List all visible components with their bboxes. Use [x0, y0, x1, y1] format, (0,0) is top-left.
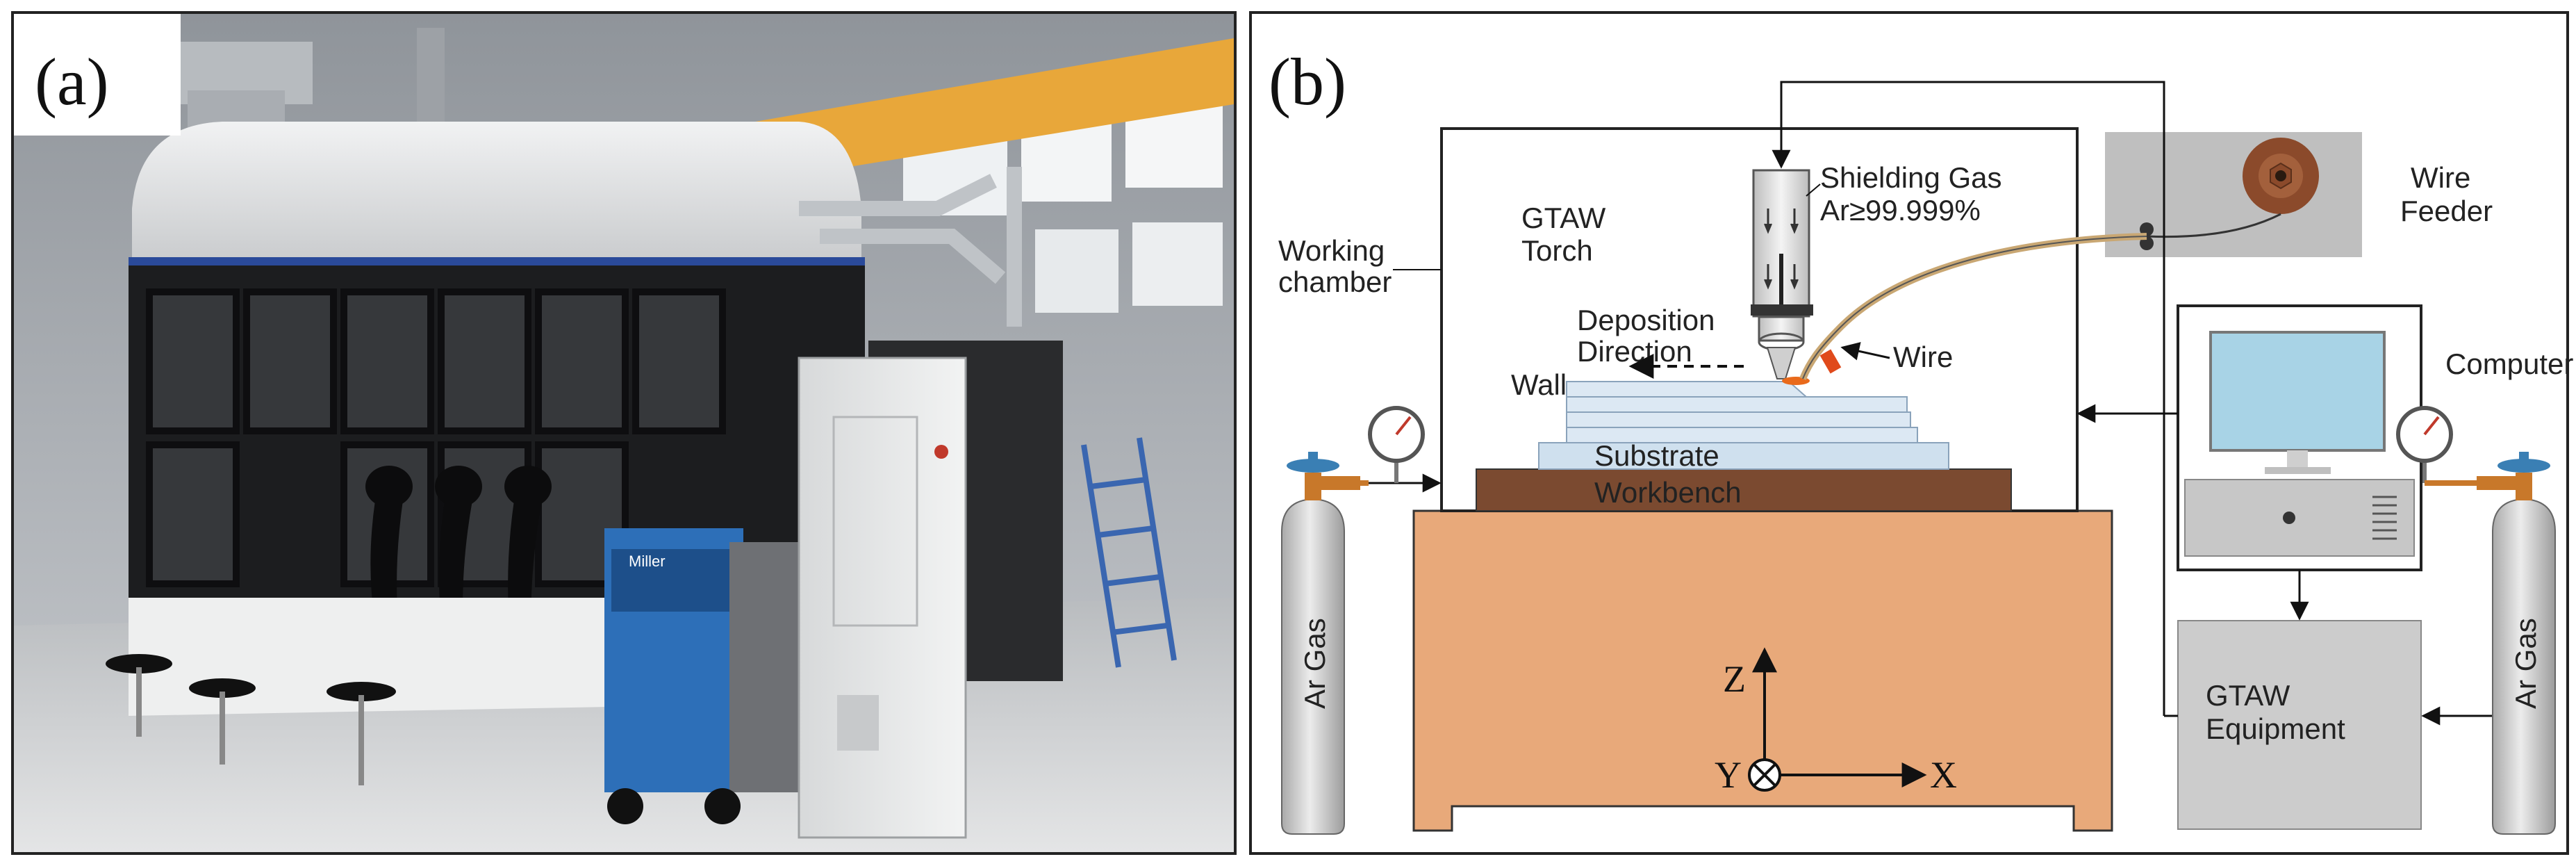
- factory-photo: Miller (a): [0, 0, 1244, 866]
- overhead-crane: [716, 38, 1234, 181]
- gas-pipes: [799, 167, 1022, 327]
- left-gas-cylinder: [1281, 452, 1369, 835]
- computer-monitor: [2209, 331, 2386, 474]
- ladder: [1081, 437, 1177, 668]
- right-gas-cylinder: [2477, 452, 2556, 835]
- right-pressure-gauge: [2396, 406, 2477, 486]
- wire-nozzle: [1819, 349, 1842, 374]
- deposition-label-2: Direction: [1577, 335, 1692, 368]
- wire-spool: [2243, 138, 2319, 214]
- gtaw-torch-label-2: Torch: [1521, 234, 1593, 267]
- substrate-label: Substrate: [1594, 439, 1719, 472]
- deposited-wall: [1566, 381, 1918, 443]
- panel-b-letter: (b): [1269, 44, 1346, 119]
- photo-panel: Miller (a): [0, 0, 1244, 866]
- gtaw-torch-label-1: GTAW: [1521, 202, 1606, 234]
- working-chamber-label-1: Working: [1278, 234, 1385, 267]
- workbench-label: Workbench: [1594, 476, 1742, 509]
- welder-brand: Miller: [629, 553, 666, 570]
- wire-arrow: [1840, 342, 1890, 361]
- stools: [106, 654, 396, 785]
- machine-hood: [132, 122, 861, 264]
- gtaw-equipment-box: [2177, 620, 2422, 830]
- z-axis-label: Z: [1723, 658, 1746, 700]
- blue-trim: [129, 257, 865, 265]
- wire-label: Wire: [1893, 341, 1953, 373]
- welder-unit: Miller: [604, 528, 806, 824]
- wall-label: Wall: [1511, 368, 1567, 401]
- computer-tower: [2184, 479, 2415, 557]
- panel-a-letter: (a): [35, 44, 109, 119]
- schematic-panel: (b) Workbench Substrate Wall Deposition …: [1244, 0, 2576, 866]
- working-chamber-label-2: chamber: [1278, 265, 1392, 298]
- x-axis-label: X: [1930, 754, 1957, 796]
- gtaw-equipment-label-1: GTAW: [2206, 679, 2290, 712]
- right-ar-gas-label: Ar Gas: [2509, 618, 2542, 709]
- shielding-gas-label-1: Shielding Gas: [1820, 161, 2002, 194]
- y-axis-label: Y: [1715, 754, 1742, 796]
- workbench: [1476, 468, 2012, 512]
- shielding-gas-label-2: Ar≥99.999%: [1820, 194, 1981, 227]
- electrical-cabinet: [798, 357, 967, 839]
- gtaw-schematic: (b) Workbench Substrate Wall Deposition …: [1249, 11, 2573, 855]
- left-pressure-gauge: [1368, 406, 1425, 483]
- shielding-gas-leader: [1806, 183, 1821, 197]
- panel-a-label-box: [14, 14, 181, 136]
- deposition-label-1: Deposition: [1577, 304, 1715, 336]
- feed-roller-top: [2140, 222, 2154, 236]
- coordinate-axes: Z Y X: [1715, 647, 1957, 796]
- wire-feeder-label-1: Wire: [2411, 161, 2470, 194]
- gtaw-equipment-label-2: Equipment: [2206, 712, 2345, 745]
- substrate: [1538, 442, 1949, 470]
- wire-feeder-label-2: Feeder: [2400, 195, 2493, 227]
- computer-label: Computer: [2445, 348, 2573, 380]
- left-ar-gas-label: Ar Gas: [1298, 618, 1331, 709]
- gtaw-torch: [1751, 169, 1813, 385]
